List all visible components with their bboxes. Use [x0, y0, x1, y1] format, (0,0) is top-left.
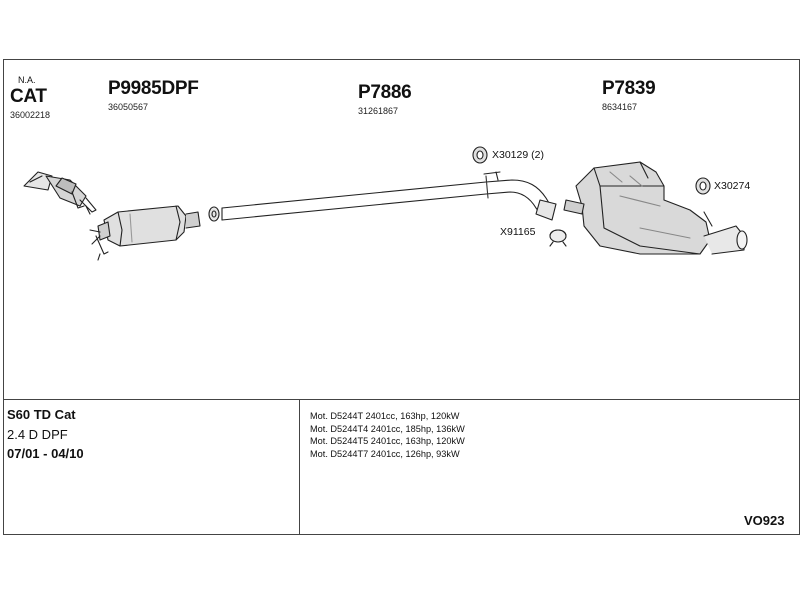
- engine-spec-line: Mot. D5244T4 2401cc, 185hp, 136kW: [310, 423, 465, 434]
- engine-spec-line: Mot. D5244T 2401cc, 163hp, 120kW: [310, 411, 460, 421]
- cat-number: 36002218: [10, 110, 51, 120]
- dpf-number: 36050567: [108, 102, 149, 112]
- vehicle-engine: 2.4 D DPF: [7, 427, 68, 442]
- rear-silencer-number: 8634167: [602, 102, 638, 112]
- dpf-code: P9985DPF: [108, 78, 199, 99]
- engine-spec-line: Mot. D5244T7 2401cc, 126hp, 93kW: [310, 448, 460, 459]
- vehicle-model: S60 TD Cat: [7, 407, 76, 422]
- engine-list: Mot. D5244T 2401cc, 163hp, 120kW Mot. D5…: [310, 410, 465, 460]
- dpf-part-drawing: [89, 205, 201, 261]
- flange-drawing: [208, 206, 220, 222]
- diagram-frame: [3, 59, 800, 535]
- rear-silencer-drawing: [563, 161, 748, 255]
- frame-divider-horizontal: [3, 399, 800, 400]
- fitting-x30129-label: X30129 (2): [492, 149, 544, 161]
- x30274-icon: [695, 177, 711, 195]
- cat-code: CAT: [10, 86, 47, 107]
- diagram-reference: VO923: [744, 513, 785, 528]
- middle-pipe-drawing: [221, 171, 557, 221]
- middle-pipe-code: P7886: [358, 82, 412, 103]
- x30129-icon: [472, 146, 488, 164]
- cat-part-drawing: [23, 171, 97, 215]
- fitting-x91165-label: X91165: [500, 226, 536, 238]
- x91165-clamp-icon: [549, 229, 567, 247]
- fitting-x30274-label: X30274: [714, 180, 751, 192]
- middle-pipe-number: 31261867: [358, 106, 399, 116]
- vehicle-years: 07/01 - 04/10: [7, 446, 84, 461]
- cat-prefix: N.A.: [18, 75, 36, 85]
- frame-divider-vertical: [299, 400, 300, 535]
- engine-spec-line: Mot. D5244T5 2401cc, 163hp, 120kW: [310, 436, 465, 446]
- rear-silencer-code: P7839: [602, 78, 656, 99]
